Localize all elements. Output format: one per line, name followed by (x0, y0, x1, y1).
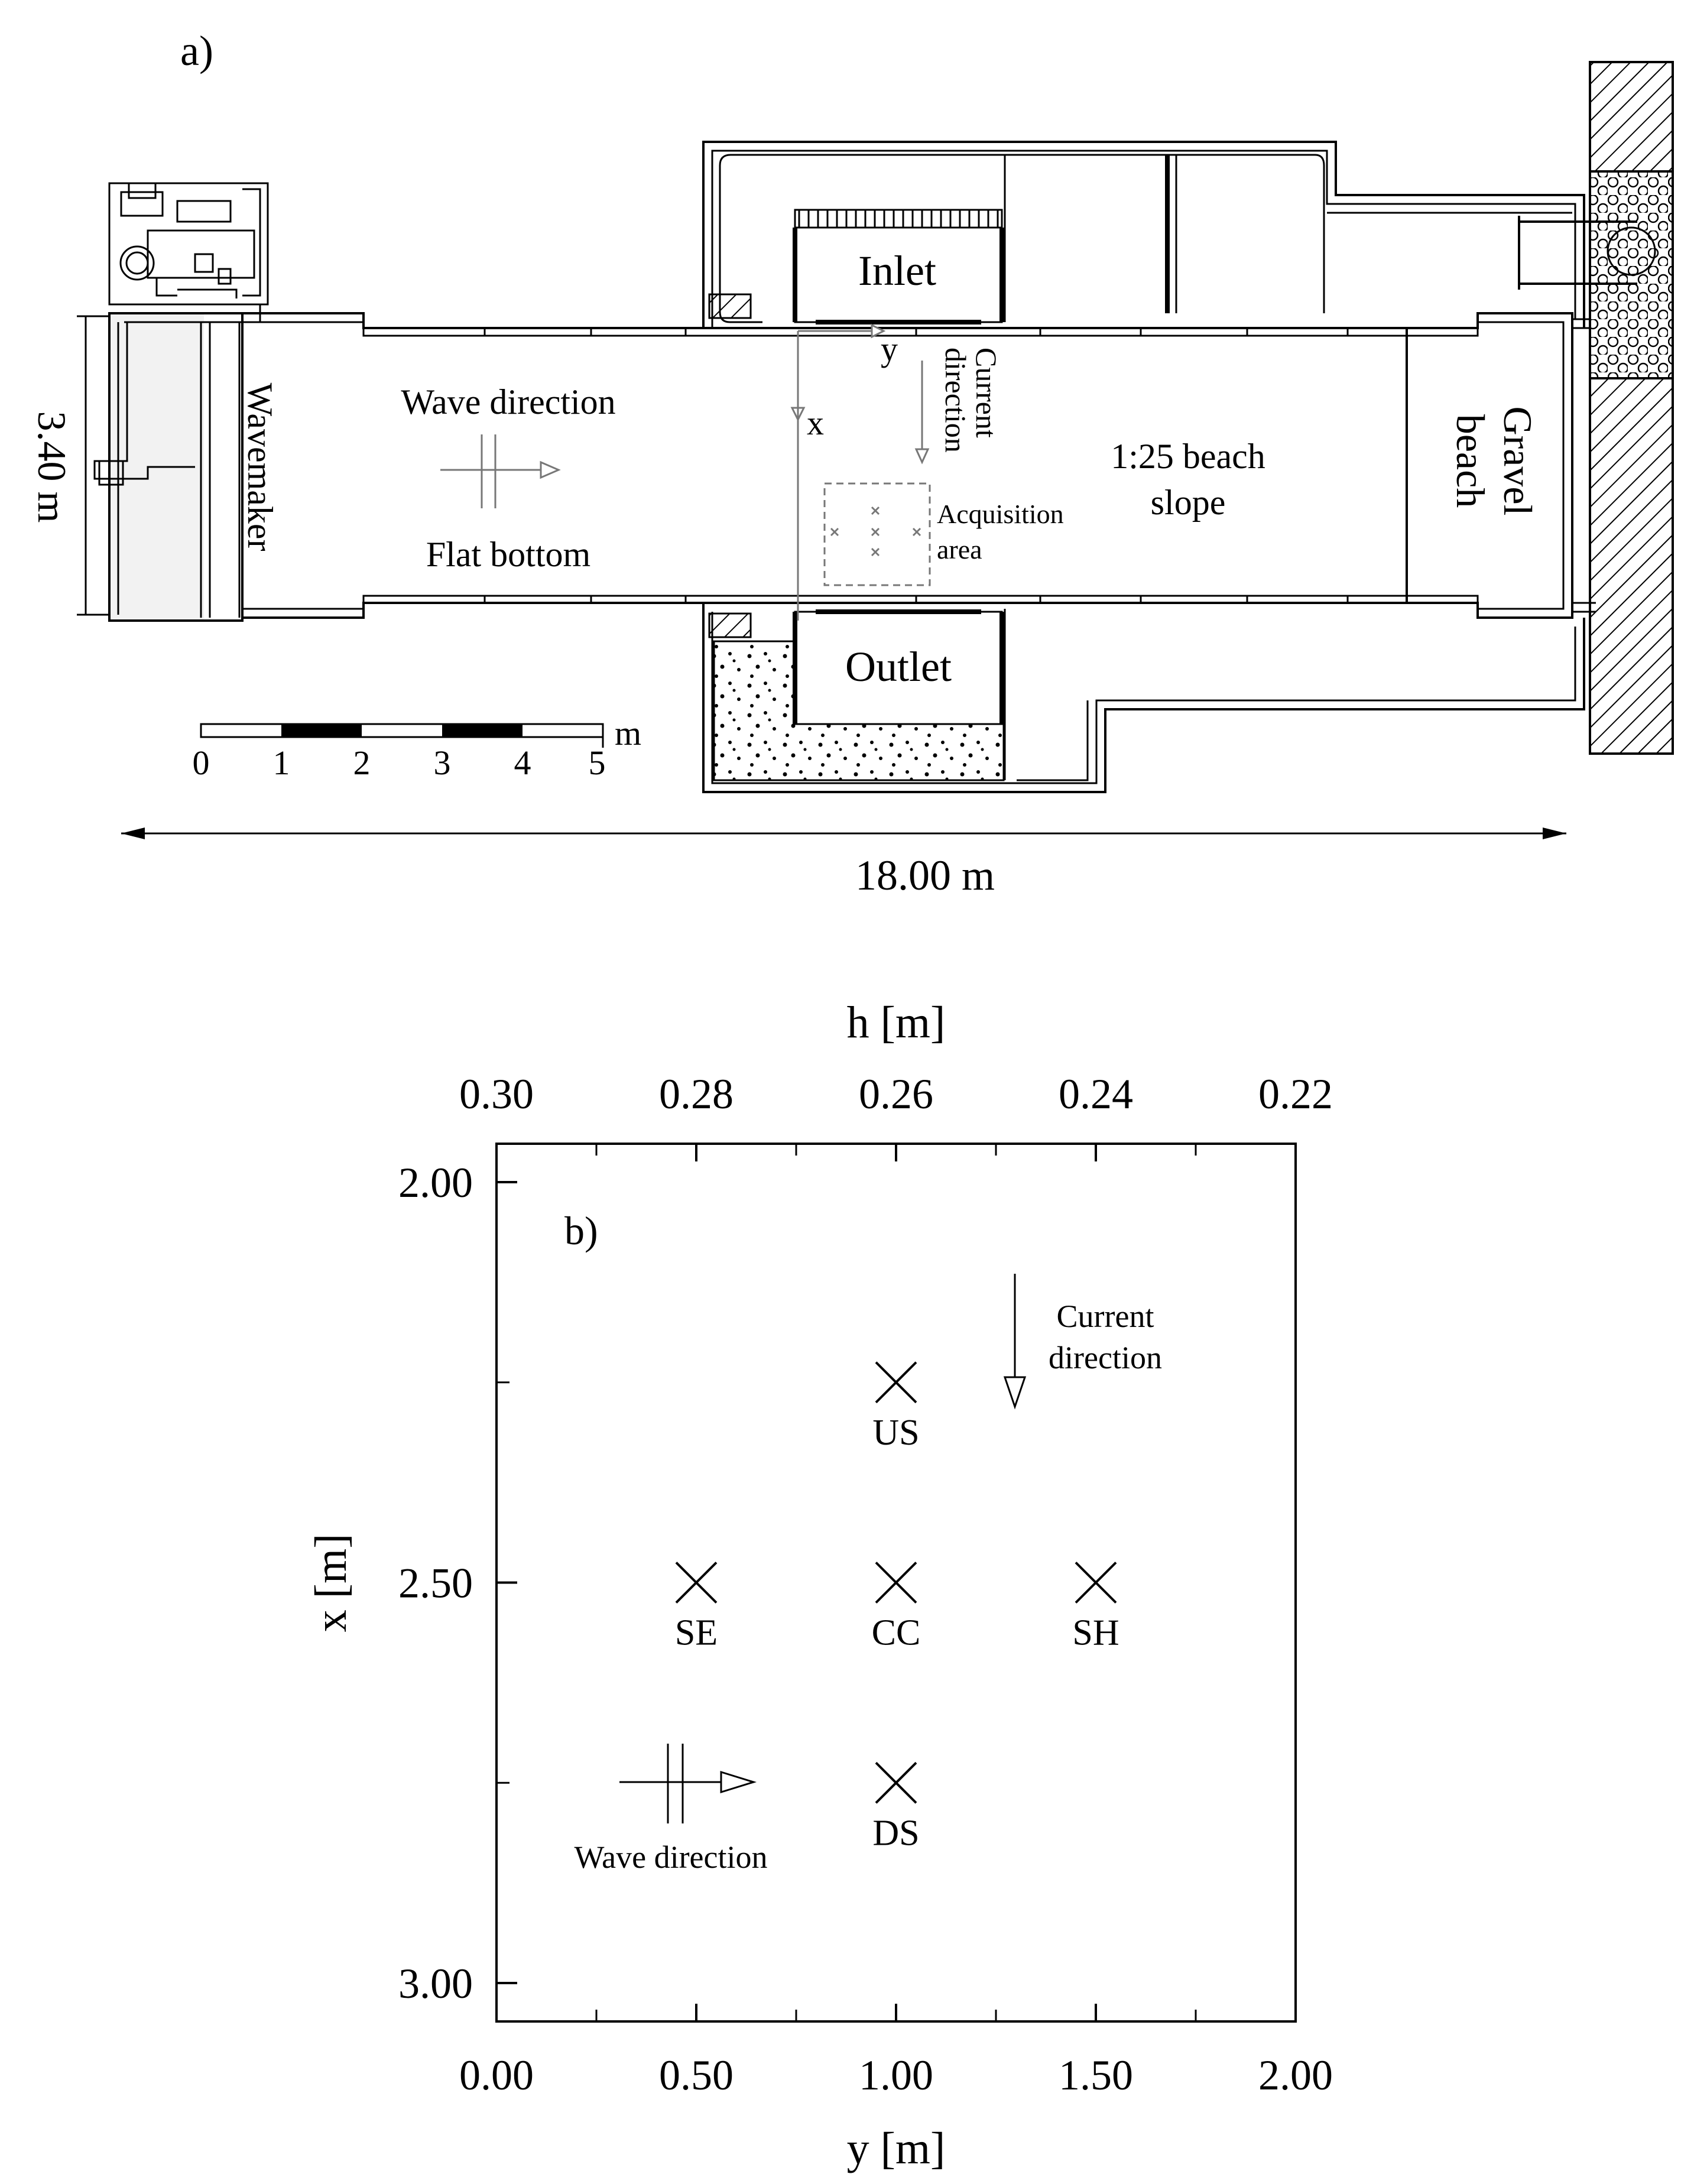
wave-direction-arrow-a (440, 434, 561, 508)
sensor-marker-ds: DS (872, 1761, 920, 1853)
axis-x-label: x (807, 404, 824, 442)
scale-unit: m (615, 714, 641, 752)
x-marker (875, 1562, 917, 1604)
scale-tick-0: 0 (193, 744, 210, 782)
length-label: 18.00 m (855, 852, 995, 899)
inlet-enclosure: Inlet (702, 141, 1585, 328)
gravel-line2: beach (1448, 414, 1493, 508)
wavemaker-box (93, 304, 261, 622)
outlet-enclosure: Outlet (702, 603, 1585, 793)
panel-b-chart: b) y [m] h [m] x [m] 0.00 0.50 1.00 1.50 2.0… (306, 998, 1333, 2173)
sensor-marker-cc: CC (872, 1562, 921, 1653)
scale-tick-4: 4 (514, 744, 531, 782)
marker-group: US SE CC SH DS (675, 1361, 1119, 1853)
wave-direction-label-a: Wave direction (401, 382, 615, 421)
tick-group: 0.00 0.50 1.00 1.50 2.00 0.30 0.28 0.26 0.24 0.22… (398, 1070, 1333, 2099)
current-direction-line1-a: Current (970, 348, 1003, 438)
scale-tick-5: 5 (589, 744, 606, 782)
top-tick-label: 0.24 (1059, 1070, 1133, 1118)
acquisition-line2: area (937, 534, 982, 564)
x-tick-label: 0.50 (659, 2052, 734, 2099)
wavemaker-label: Wavemaker (241, 383, 280, 551)
scale-bar: 0 1 2 3 4 5 m (193, 714, 642, 782)
top-axis-title: h [m] (847, 998, 946, 1047)
top-tick-label: 0.30 (459, 1070, 534, 1118)
acquisition-area: Acquisition area (823, 482, 1064, 586)
marker-label: DS (872, 1813, 919, 1853)
x-tick-label: 0.00 (459, 2052, 534, 2099)
panel-a-label: a) (180, 27, 213, 74)
wave-direction-label-b: Wave direction (574, 1839, 767, 1875)
y-tick-label: 2.50 (398, 1560, 473, 1607)
beach-slope-line2: slope (1151, 483, 1226, 522)
scale-tick-3: 3 (434, 744, 451, 782)
flat-bottom-label: Flat bottom (426, 535, 590, 574)
marker-label: CC (872, 1613, 921, 1653)
x-tick-label: 1.00 (859, 2052, 933, 2099)
coordinate-axes: x y (790, 323, 898, 621)
x-tick-label: 1.50 (1059, 2052, 1133, 2099)
marker-label: SH (1072, 1613, 1119, 1653)
sensor-marker-sh: SH (1072, 1562, 1119, 1653)
y-tick-label: 2.00 (398, 1159, 473, 1206)
x-marker (675, 1562, 718, 1604)
current-direction-a: Current direction (914, 348, 1003, 465)
gravel-line1: Gravel (1495, 406, 1540, 515)
current-direction-line2-a: direction (939, 348, 972, 453)
y-tick-label: 3.00 (398, 1960, 473, 2007)
sensor-marker-se: SE (675, 1562, 718, 1653)
outlet-label: Outlet (845, 643, 952, 690)
top-tick-label: 0.26 (859, 1070, 933, 1118)
current-direction-line2-b: direction (1049, 1340, 1162, 1375)
axis-y-label: y (881, 330, 898, 368)
beach-slope-line1: 1:25 beach (1111, 437, 1265, 476)
x-marker (875, 1761, 917, 1804)
inlet-label: Inlet (858, 247, 936, 294)
x-tick-label: 2.00 (1258, 2052, 1333, 2099)
current-direction-line1-b: Current (1057, 1299, 1154, 1334)
scale-tick-2: 2 (353, 744, 371, 782)
top-tick-label: 0.22 (1258, 1070, 1333, 1118)
scale-tick-1: 1 (273, 744, 290, 782)
width-dimension: 3.40 m (30, 315, 109, 616)
current-direction-b: Current direction (1003, 1274, 1162, 1410)
marker-label: US (872, 1413, 919, 1453)
top-tick-label: 0.28 (659, 1070, 734, 1118)
wave-direction-b: Wave direction (574, 1744, 768, 1875)
panel-b-label: b) (564, 1208, 598, 1253)
acquisition-line1: Acquisition (937, 499, 1064, 529)
y-axis-title: x [m] (306, 1534, 356, 1633)
x-marker (1075, 1562, 1117, 1604)
x-axis-title: y [m] (847, 2124, 946, 2173)
marker-label: SE (675, 1613, 718, 1653)
wavemaker-control-box (108, 182, 269, 306)
width-label: 3.40 m (30, 411, 74, 523)
length-dimension: 18.00 m (121, 827, 1566, 899)
panel-a: a) (30, 27, 1674, 899)
sensor-marker-us: US (872, 1361, 920, 1453)
end-wall (1518, 61, 1674, 755)
x-marker (875, 1361, 917, 1404)
